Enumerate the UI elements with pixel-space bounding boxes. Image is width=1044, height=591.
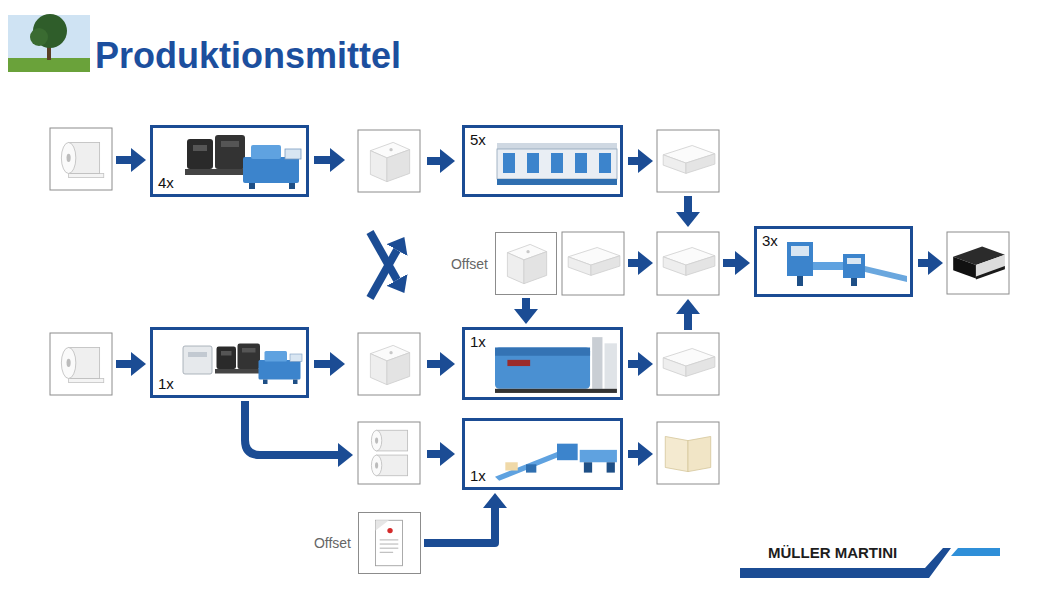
machine-illustrations-part bbox=[495, 337, 617, 393]
flow-arrows-part bbox=[628, 360, 638, 368]
sewing-line-box: 1x bbox=[462, 418, 623, 490]
flow-arrows-part bbox=[628, 450, 638, 458]
material-icons-part bbox=[657, 422, 719, 484]
company-logo-text: MÜLLER MARTINI bbox=[768, 544, 897, 562]
flow-arrows-part bbox=[116, 156, 131, 164]
machine-count: 3x bbox=[762, 232, 778, 249]
material-icons-part bbox=[947, 232, 1009, 294]
material-icons-part bbox=[50, 128, 112, 190]
machine-count: 1x bbox=[470, 333, 486, 350]
title-tree-icon-part bbox=[30, 28, 48, 46]
machine-illustrations-part bbox=[787, 242, 907, 286]
material-icons-part bbox=[371, 430, 407, 475]
title-tree-icon-part bbox=[8, 15, 90, 72]
flow-arrows-part bbox=[314, 156, 330, 164]
logo-stripes bbox=[740, 548, 1000, 578]
flow-arrow bbox=[522, 298, 530, 309]
flow-arrows-part bbox=[684, 314, 692, 330]
offset-input-box: Offset bbox=[495, 232, 557, 295]
gathering-machine-box: 5x bbox=[462, 125, 623, 197]
printing-press-box: 1x bbox=[150, 327, 309, 398]
flow-arrows-part bbox=[427, 450, 440, 458]
flow-arrows-part bbox=[116, 360, 131, 368]
flow-arrows-part bbox=[684, 196, 692, 212]
flow-arrows-part bbox=[628, 157, 638, 165]
material-icons-part bbox=[657, 333, 719, 395]
machine-illustrations-part bbox=[188, 352, 207, 357]
flow-arrows-part bbox=[245, 401, 338, 455]
material-icons-part bbox=[663, 146, 715, 174]
input-heading: Offset bbox=[314, 535, 351, 551]
machine-count: 1x bbox=[470, 467, 486, 484]
machine-illustrations-part bbox=[495, 444, 617, 481]
material-icons-part bbox=[657, 130, 719, 192]
material-icons-part bbox=[663, 349, 715, 377]
flow-arrows-part bbox=[918, 259, 928, 267]
flow-arrow bbox=[424, 508, 495, 543]
machine-illustrations-part bbox=[497, 143, 617, 185]
machine-illustrations-part bbox=[185, 135, 301, 189]
machine-illustrations-part bbox=[215, 344, 302, 385]
flow-arrows bbox=[116, 160, 928, 455]
flow-arrows-part bbox=[427, 157, 440, 165]
material-icons-part bbox=[562, 232, 624, 295]
material-icons-part bbox=[61, 142, 103, 177]
material-icons-part bbox=[507, 244, 546, 283]
material-icons-part bbox=[376, 520, 403, 565]
flow-arrows-part bbox=[628, 259, 638, 267]
logo-stripes-part bbox=[951, 548, 1000, 556]
flow-arrows-part bbox=[314, 360, 330, 368]
machine-illustrations bbox=[183, 135, 907, 481]
material-icons-part bbox=[370, 345, 409, 384]
material-icons-part bbox=[358, 422, 420, 484]
title-tree-icon bbox=[8, 14, 90, 72]
material-icons-part bbox=[663, 248, 715, 276]
material-icons-part bbox=[358, 130, 420, 192]
material-icons-part bbox=[665, 436, 710, 471]
material-icons-part bbox=[657, 232, 719, 295]
material-icons-part bbox=[953, 246, 1005, 279]
machine-count: 5x bbox=[470, 131, 486, 148]
title-tree-icon-part bbox=[8, 58, 90, 72]
material-icons-part bbox=[568, 248, 620, 276]
machine-count: 4x bbox=[158, 174, 174, 191]
material-icons-part bbox=[358, 333, 420, 395]
machine-count: 1x bbox=[158, 375, 174, 392]
machine-illustrations-part bbox=[183, 346, 212, 374]
flow-arrows-part bbox=[427, 360, 440, 368]
flow-arrows-part bbox=[370, 250, 397, 298]
offset-input-box: Offset bbox=[358, 512, 421, 574]
printing-press-box: 4x bbox=[150, 125, 309, 197]
binder-machine-box: 1x bbox=[462, 327, 623, 400]
input-heading: Offset bbox=[451, 255, 488, 271]
flow-arrows-part bbox=[723, 259, 735, 267]
material-icons-part bbox=[61, 347, 103, 382]
binding-line-box: 3x bbox=[754, 226, 913, 297]
material-icons bbox=[50, 128, 1009, 566]
material-icons-part bbox=[50, 333, 112, 395]
slide-title: Produktionsmittel bbox=[95, 34, 401, 77]
logo-stripes-part bbox=[740, 548, 951, 578]
material-icons-part bbox=[370, 142, 409, 181]
